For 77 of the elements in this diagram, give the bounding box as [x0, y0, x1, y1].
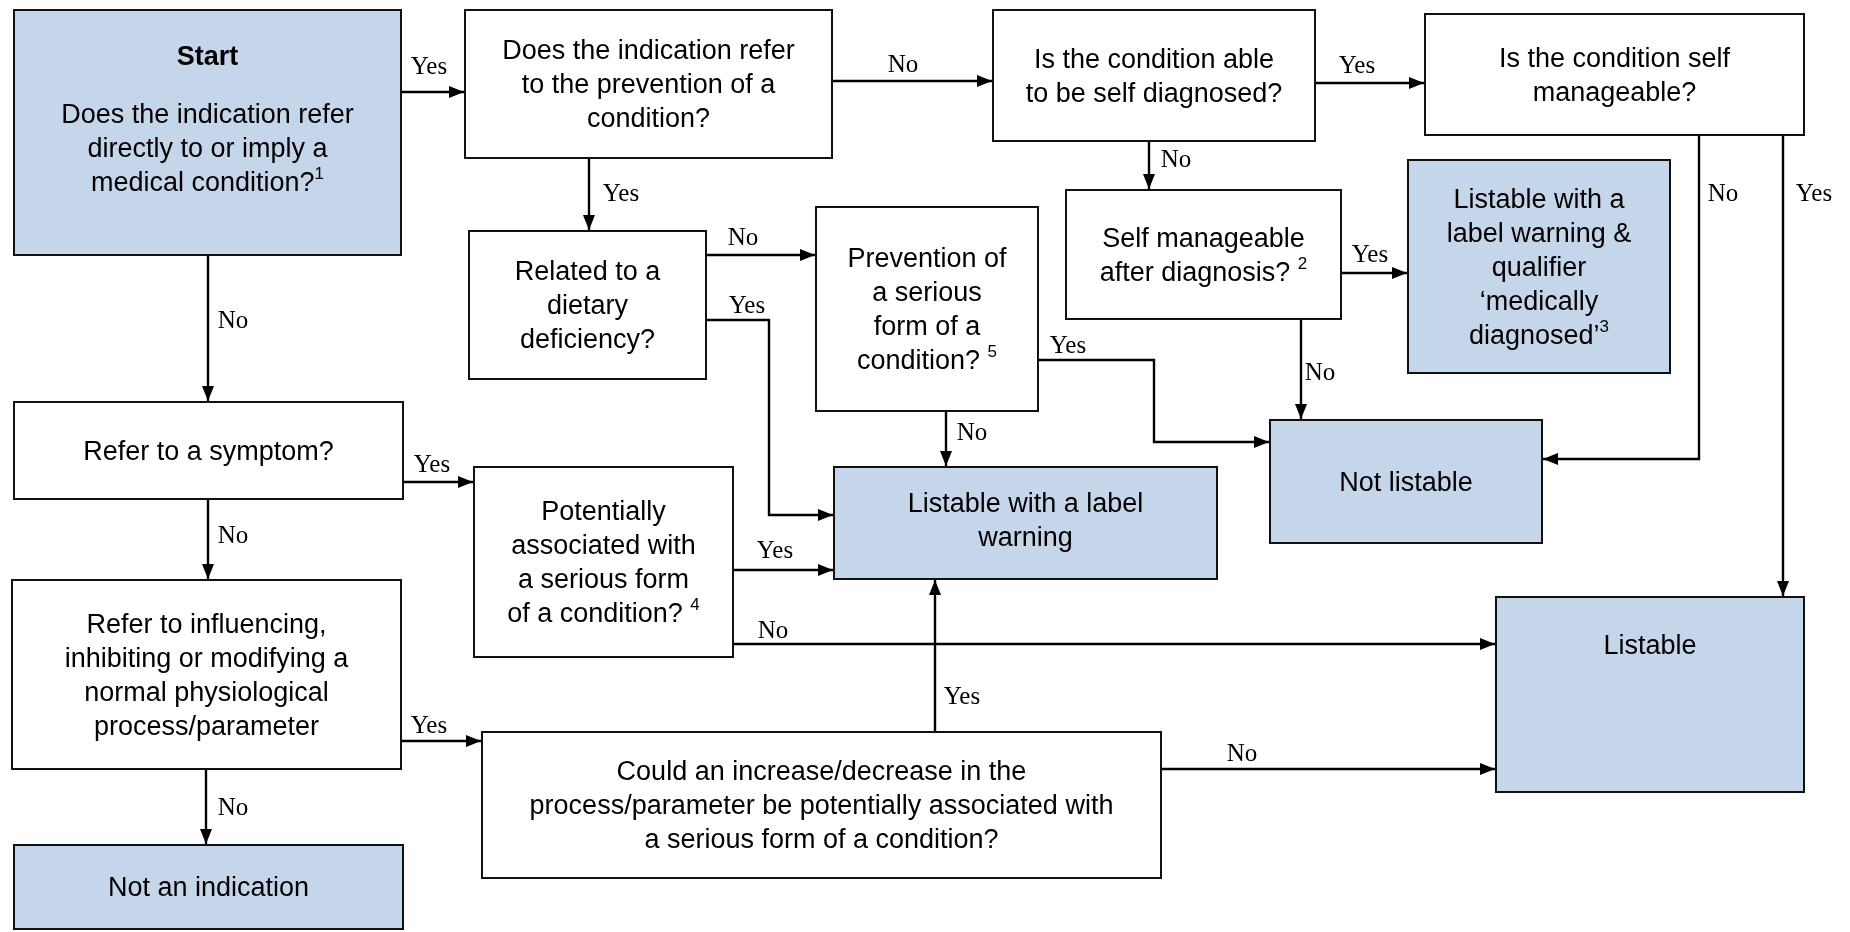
decision-box: [468, 230, 707, 380]
arrow: [202, 256, 214, 401]
decision-box: [815, 206, 1039, 412]
edge-label: No: [1304, 358, 1336, 386]
arrow: [402, 735, 481, 747]
edge-label: Yes: [943, 682, 981, 710]
arrow: [1342, 267, 1407, 279]
box-text: Listable with a label warning & qualifier ‘medically diagnosed’$^{3}$: [1445, 182, 1633, 352]
box-text: Refer to a symptom?: [83, 434, 334, 468]
decision-box: [473, 466, 734, 658]
edge-label: Yes: [728, 291, 766, 319]
outcome-box: [1407, 159, 1671, 374]
decision-box: [11, 579, 402, 770]
edge-label: No: [1707, 179, 1739, 207]
arrow: [1777, 136, 1789, 596]
box-text: Self manageable after diagnosis? $^{2}$: [1098, 221, 1309, 289]
edge-label: No: [217, 306, 249, 334]
box-text: Is the condition able to be self diagnosed?: [1024, 42, 1284, 110]
arrow: [583, 159, 595, 230]
box-text: Could an increase/decrease in the process/parameter be potentially associated with a serious form of a condition?: [528, 755, 1115, 856]
decision-box: [481, 731, 1162, 879]
arrow: [734, 564, 833, 576]
arrow: [1316, 77, 1424, 89]
decision-box: [464, 9, 833, 159]
edge-label: No: [217, 521, 249, 549]
arrow: [1543, 136, 1701, 465]
box-text: Related to a dietary deficiency?: [513, 255, 662, 356]
arrow: [404, 476, 473, 488]
box-text: Potentially associated with a serious form of a condition? $^{4}$: [506, 495, 701, 630]
edge-label: Yes: [602, 179, 640, 207]
outcome-box: [13, 9, 402, 256]
arrow: [734, 638, 1495, 650]
box-text: Not listable: [1339, 465, 1473, 499]
arrow: [1143, 142, 1155, 189]
arrow: [1039, 358, 1269, 448]
arrow: [929, 580, 941, 731]
decision-box: [1065, 189, 1342, 320]
edge-label: Yes: [1351, 240, 1389, 268]
box-text: Is the condition self manageable?: [1497, 41, 1732, 109]
edge-label: No: [956, 418, 988, 446]
outcome-box: [1495, 596, 1805, 793]
box-text: Listable: [1603, 629, 1697, 662]
edge-label: Yes: [413, 450, 451, 478]
arrow: [1295, 320, 1307, 419]
arrow: [707, 249, 815, 261]
edge-label: Yes: [1049, 331, 1087, 359]
edge-label: No: [1226, 739, 1258, 767]
edge-label: Yes: [410, 52, 448, 80]
decision-box: [1424, 13, 1805, 136]
decision-box: [13, 401, 404, 500]
edge-label: No: [727, 223, 759, 251]
edge-label: No: [217, 793, 249, 821]
arrow: [202, 500, 214, 579]
arrow: [200, 770, 212, 844]
edge-label: Yes: [410, 711, 448, 739]
decision-box: [992, 9, 1316, 142]
edge-label: Yes: [756, 536, 794, 564]
edge-label: No: [887, 50, 919, 78]
edge-label: Yes: [1795, 179, 1833, 207]
arrow: [1162, 763, 1495, 775]
arrow: [833, 75, 992, 87]
edge-label: No: [1160, 145, 1192, 173]
outcome-box: [13, 844, 404, 930]
edge-label: Yes: [1338, 51, 1376, 79]
box-text: Listable with a label warning: [906, 487, 1145, 554]
outcome-box: [1269, 419, 1543, 544]
box-heading: Start: [176, 40, 239, 73]
outcome-box: [833, 466, 1218, 580]
box-text: Prevention of a serious form of a condition? $^{5}$: [846, 242, 1008, 377]
arrow: [707, 318, 833, 521]
box-text: Does the indication refer to the prevention of a condition?: [501, 34, 796, 135]
box-text: Refer to influencing, inhibiting or modifying a normal physiological process/parameter: [63, 607, 350, 743]
box-text: Does the indication refer directly to or imply a medical condition?$^{1}$: [60, 98, 355, 199]
arrow: [402, 86, 464, 98]
arrow: [940, 412, 952, 466]
box-text: Not an indication: [107, 871, 310, 904]
edge-label: No: [757, 616, 789, 644]
